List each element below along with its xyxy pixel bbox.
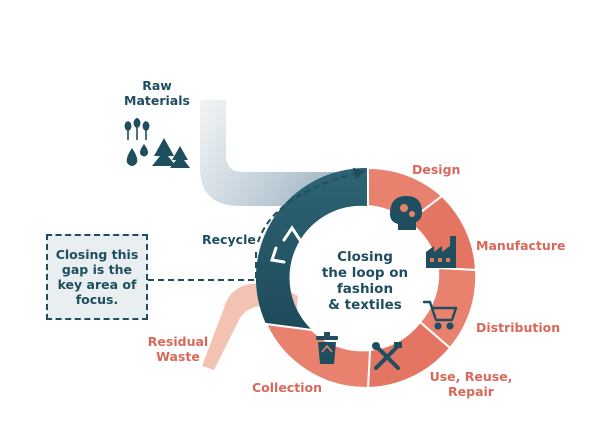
recycle-dashed-arrow [257, 167, 366, 243]
pine-trees-icon [152, 138, 190, 168]
recycling-bin-icon [316, 332, 338, 364]
manufacture-label: Manufacture [476, 238, 566, 253]
distribution-label: Distribution [476, 320, 561, 335]
recycle-arc [255, 167, 368, 330]
gap-callout-box: Closing this gap is the key area of focu… [46, 234, 148, 320]
collection-label: Collection [252, 380, 322, 395]
center-circle [296, 208, 436, 348]
water-drop-icon [126, 144, 148, 166]
wheat-icon [124, 118, 150, 140]
design-label: Design [412, 162, 461, 177]
recycle-icon [270, 225, 310, 264]
brain-gear-icon [390, 196, 422, 230]
gap-dashed-line [148, 250, 257, 281]
recycle-label: Recycle [202, 232, 256, 247]
factory-icon [426, 236, 456, 268]
gap-callout-text: Closing this gap is the key area of focu… [55, 247, 139, 307]
raw-materials-label: Raw Materials [124, 78, 190, 108]
tools-icon [372, 342, 402, 370]
center-title: Closing the loop on fashion & textiles [321, 249, 409, 313]
residual-waste-label: Residual Waste [147, 334, 209, 364]
use-reuse-repair-label: Use, Reuse, Repair [429, 369, 513, 399]
segment-collection [264, 322, 372, 390]
shopping-cart-icon [422, 300, 458, 330]
coral-ring [264, 166, 478, 390]
